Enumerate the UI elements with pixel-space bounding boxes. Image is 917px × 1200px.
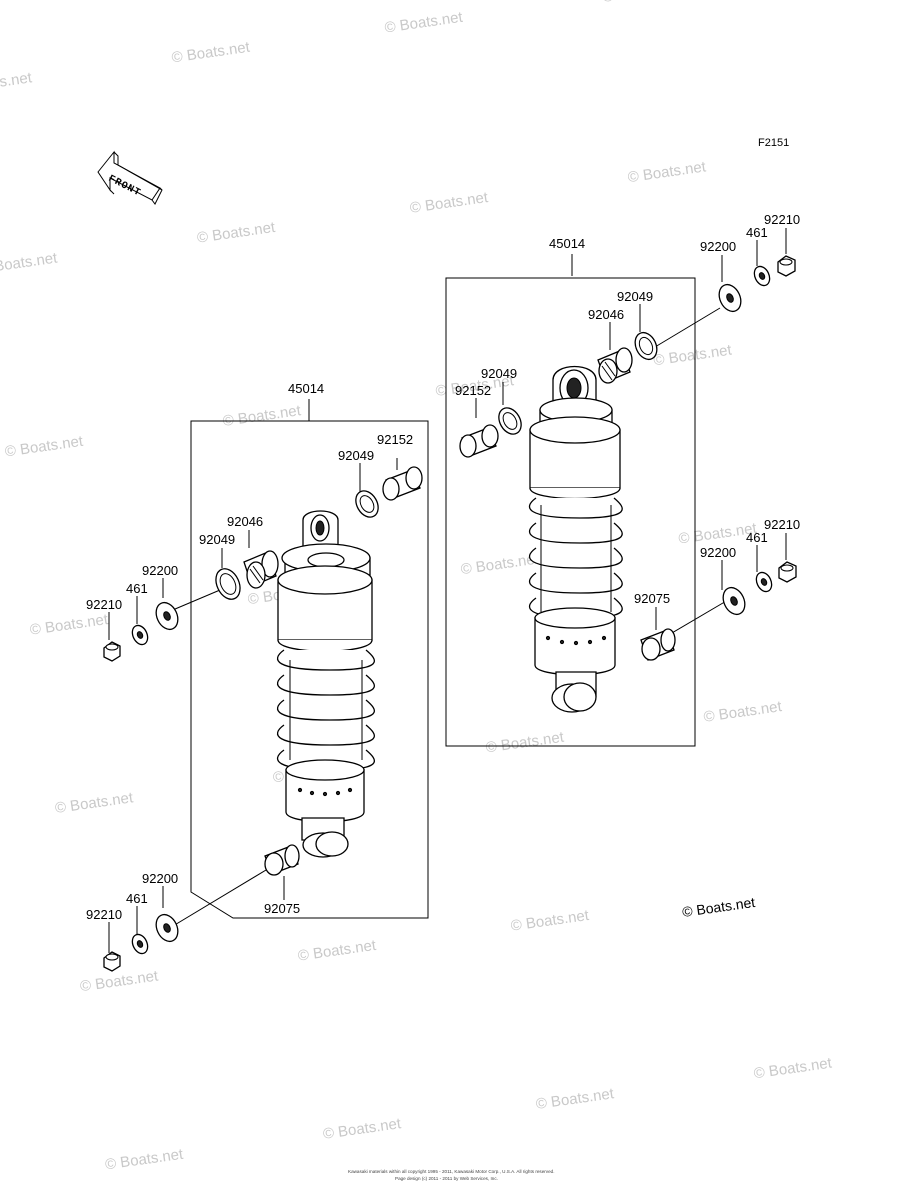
right-label-92049-upper: 92049 xyxy=(617,289,653,304)
right-label-92210-upper: 92210 xyxy=(764,212,800,227)
left-label-461-lower: 461 xyxy=(126,891,148,906)
right-label-92200-lower: 92200 xyxy=(700,545,736,560)
left-lockwasher-461-lower xyxy=(131,933,149,955)
right-bearing-92046 xyxy=(597,347,633,384)
right-label-92210-lower: 92210 xyxy=(764,517,800,532)
right-label-92152: 92152 xyxy=(455,383,491,398)
watermark: © Boats.net xyxy=(196,219,277,247)
watermark: © Boats.net xyxy=(0,69,34,97)
watermark: © Boats.net xyxy=(753,1054,834,1082)
watermark: © Boats.net xyxy=(535,1085,616,1113)
right-label-461-lower: 461 xyxy=(746,530,768,545)
left-label-92049-lower: 92049 xyxy=(199,532,235,547)
right-oil-seal-92049-upper xyxy=(634,331,658,361)
right-lockwasher-461-lower xyxy=(755,571,773,593)
watermark: © Boats.net xyxy=(0,249,59,277)
left-collar-92075 xyxy=(264,844,300,876)
watermark: © Boats.net xyxy=(104,1146,185,1174)
left-oil-seal-92049-lower xyxy=(215,568,241,600)
left-label-92200-upper: 92200 xyxy=(142,563,178,578)
right-collar-92075 xyxy=(640,628,676,661)
watermark: © Boats.net xyxy=(652,341,733,369)
watermark: © Boats.net xyxy=(222,402,303,430)
left-label-92152: 92152 xyxy=(377,432,413,447)
right-washer-92200-lower xyxy=(722,586,746,616)
right-assembly-bracket xyxy=(445,277,696,747)
front-label: FRONT xyxy=(106,174,142,200)
left-label-92210-lower: 92210 xyxy=(86,907,122,922)
watermark: © Boats.net xyxy=(4,433,85,461)
watermark: © Boats.net xyxy=(79,967,160,995)
watermark: © Boats.net xyxy=(384,9,465,37)
watermark: © Boats.net xyxy=(409,189,490,217)
right-label-461-upper: 461 xyxy=(746,225,768,240)
left-nut-92210-upper xyxy=(103,641,121,662)
right-spring xyxy=(528,497,623,619)
footer-copyright-line: Kawasaki materials within all copyright … xyxy=(348,1169,554,1174)
left-shock-absorber xyxy=(276,510,375,858)
left-bearing-92046 xyxy=(243,550,279,589)
left-label-92075: 92075 xyxy=(264,901,300,916)
figure-number: F2151 xyxy=(758,137,789,149)
right-assembly-label: 45014 xyxy=(549,236,585,251)
watermark: © Boats.net xyxy=(485,729,566,757)
left-collar-92152 xyxy=(382,466,423,501)
left-shock-assembly: 45014 xyxy=(86,381,429,972)
right-collar-92152 xyxy=(459,424,499,458)
front-arrow-icon: FRONT xyxy=(97,150,163,205)
left-label-92046: 92046 xyxy=(227,514,263,529)
watermark: © Boats.net xyxy=(322,1115,403,1143)
watermark: © Boats.net xyxy=(29,611,110,639)
left-label-92210-upper: 92210 xyxy=(86,597,122,612)
footer-design-line: Page design (c) 2011 - 2011 by Web Servi… xyxy=(395,1176,498,1181)
right-oil-seal-92049-lower xyxy=(498,407,522,435)
watermark: © Boats.net xyxy=(171,39,252,67)
left-nut-92210-lower xyxy=(103,951,121,972)
left-label-461-upper: 461 xyxy=(126,581,148,596)
left-assembly-bracket xyxy=(190,420,429,919)
right-shock-assembly: 45014 xyxy=(445,212,800,747)
left-assembly-label: 45014 xyxy=(288,381,324,396)
left-spring xyxy=(276,649,375,771)
watermark: © Boats.net xyxy=(297,937,378,965)
left-lockwasher-461-upper xyxy=(131,624,149,646)
right-label-92046: 92046 xyxy=(588,307,624,322)
left-washer-92200-upper xyxy=(155,601,179,631)
watermark: © Boats.net xyxy=(460,550,541,578)
watermark: © Boats.net xyxy=(601,0,682,6)
right-lockwasher-461-upper xyxy=(753,265,771,287)
right-nut-92210-upper xyxy=(777,255,796,277)
right-label-92075: 92075 xyxy=(634,591,670,606)
right-washer-92200-upper xyxy=(718,283,742,313)
right-shock-absorber xyxy=(528,366,623,713)
left-label-92049-upper: 92049 xyxy=(338,448,374,463)
right-label-92049-lower: 92049 xyxy=(481,366,517,381)
watermark: © Boats.net xyxy=(510,907,591,935)
watermark: © Boats.net xyxy=(703,698,784,726)
watermark: © Boats.net xyxy=(627,158,708,186)
left-washer-92200-lower xyxy=(155,913,179,943)
left-label-92200-lower: 92200 xyxy=(142,871,178,886)
watermark: © Boats.net xyxy=(54,789,135,817)
left-oil-seal-92049-upper xyxy=(355,490,379,518)
right-label-92200-upper: 92200 xyxy=(700,239,736,254)
right-nut-92210-lower xyxy=(778,561,797,583)
copyright-mark: © Boats.net xyxy=(681,894,756,920)
